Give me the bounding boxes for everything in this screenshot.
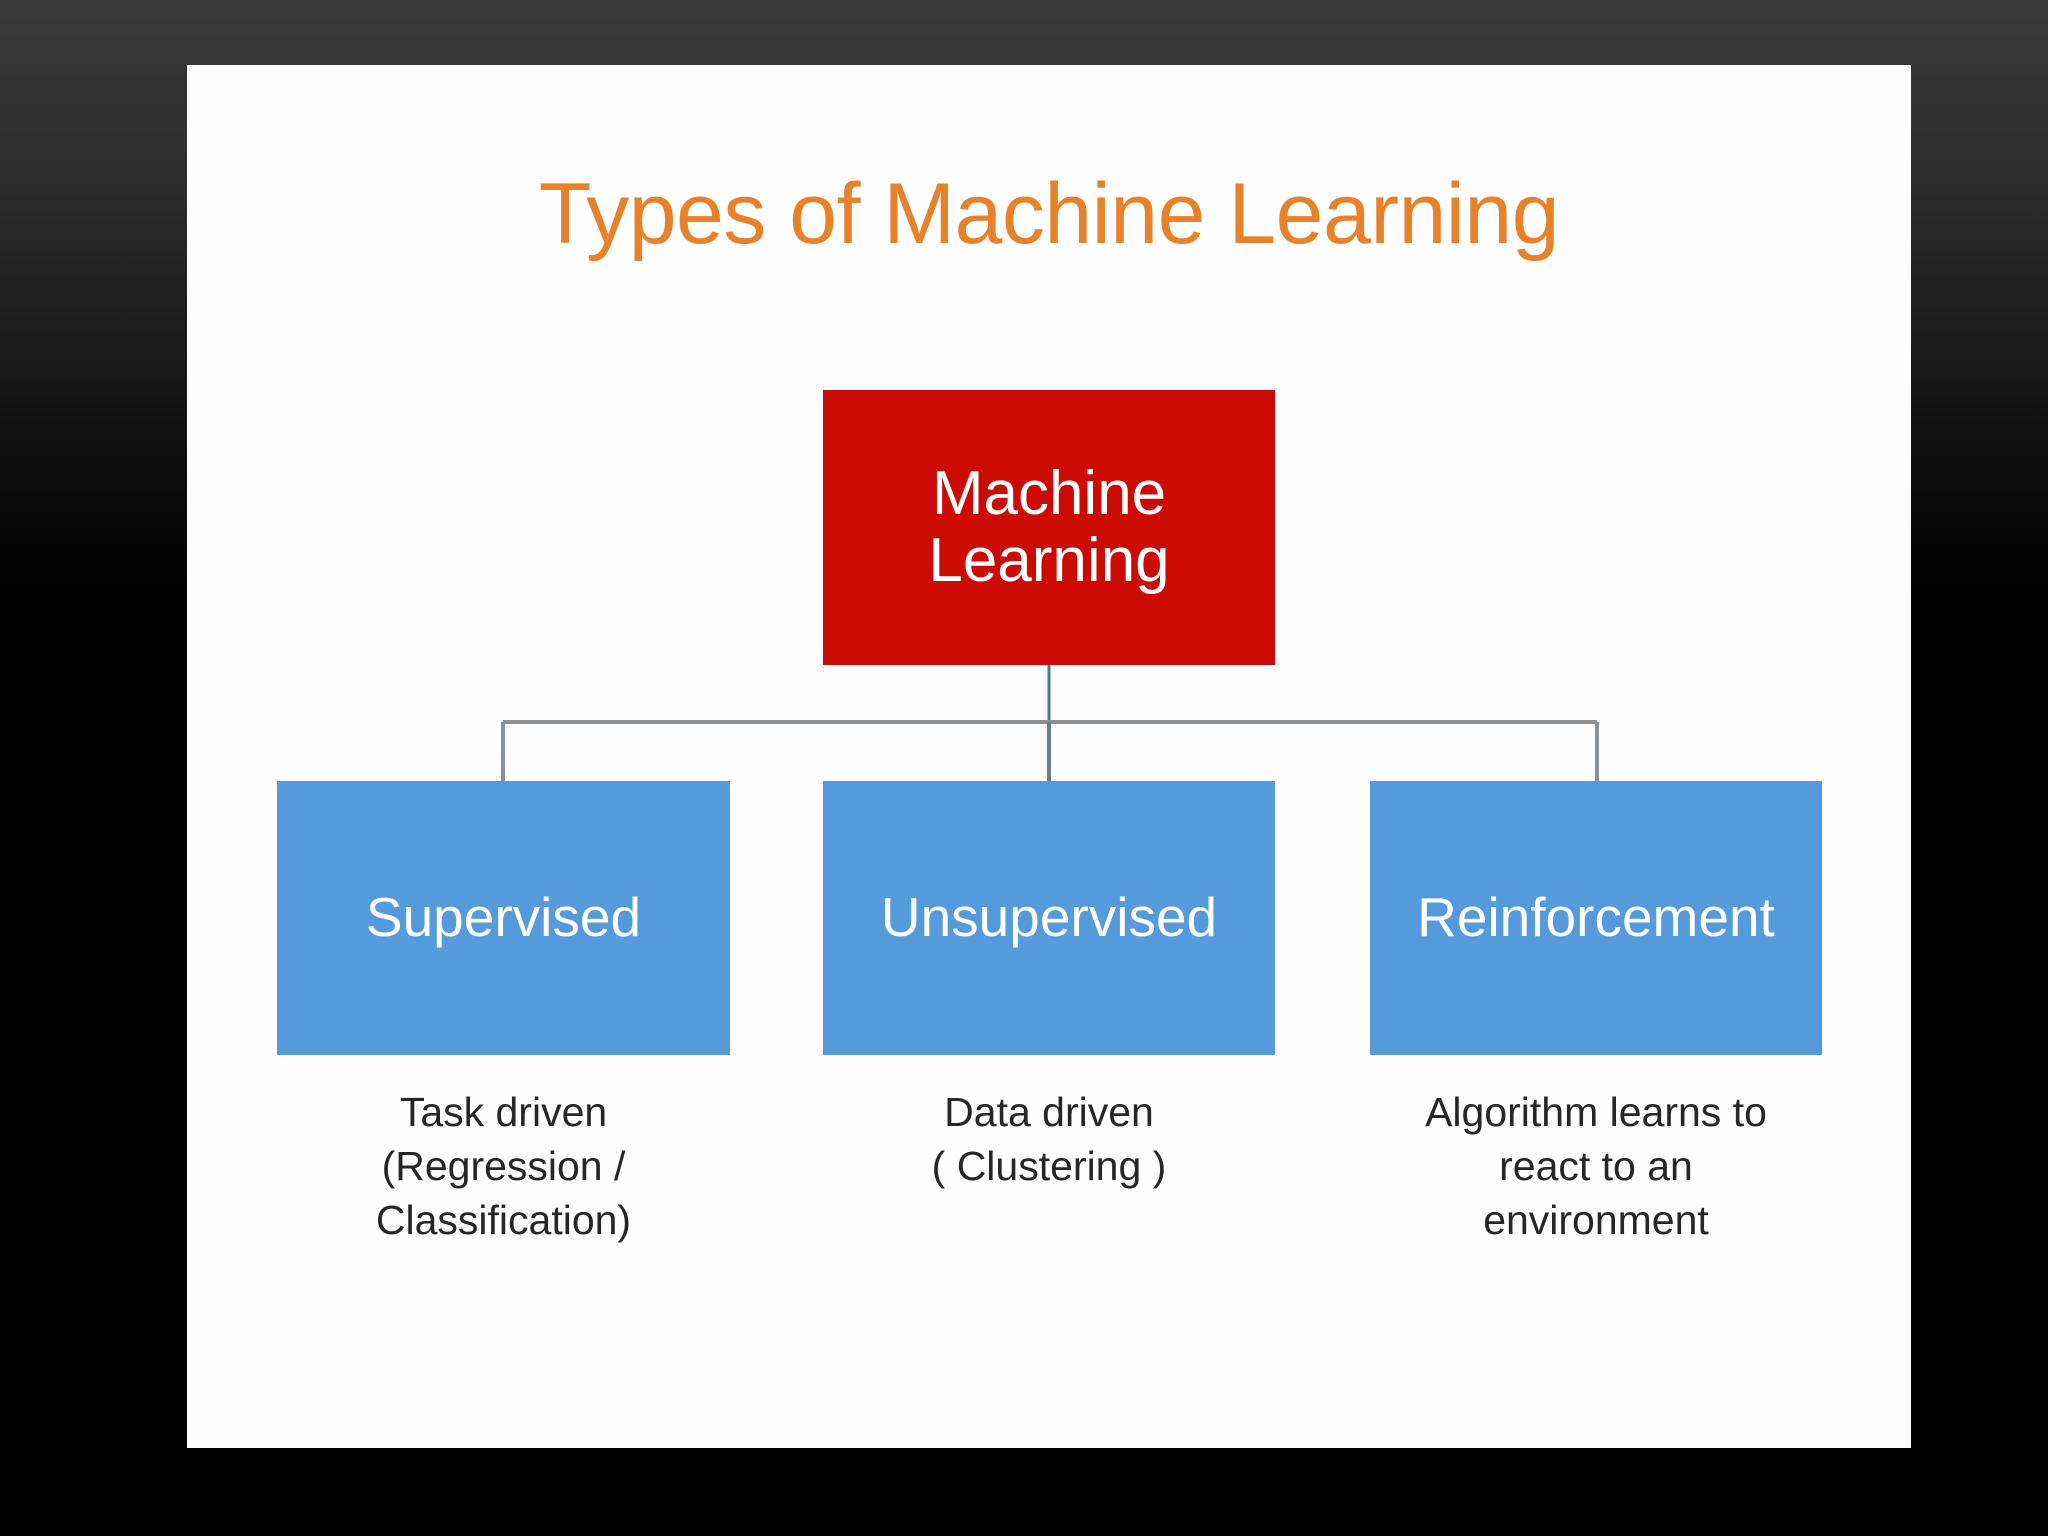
page-title: Types of Machine Learning: [538, 166, 1560, 262]
node-unsupervised[interactable]: Unsupervised: [823, 781, 1275, 1055]
caption-reinforcement-line-1: Algorithm learns to: [1425, 1089, 1767, 1135]
slide-canvas: Types of Machine Learning Machine Learni…: [187, 65, 1911, 1448]
caption-reinforcement: Algorithm learns to react to an environm…: [1355, 1085, 1837, 1247]
caption-supervised-line-3: Classification): [375, 1197, 632, 1244]
caption-supervised: Task driven (Regression / Classification…: [277, 1085, 730, 1247]
node-reinforcement-label: Reinforcement: [1417, 886, 1775, 949]
node-machine-learning[interactable]: Machine Learning: [823, 390, 1275, 665]
node-reinforcement[interactable]: Reinforcement: [1370, 781, 1822, 1055]
node-unsupervised-label: Unsupervised: [880, 886, 1218, 949]
caption-unsupervised-line-2: ( Clustering ): [931, 1143, 1167, 1190]
node-machine-learning-label-line1: Machine: [931, 458, 1167, 528]
caption-supervised-line-1: Task driven: [399, 1089, 608, 1135]
caption-reinforcement-line-2: react to an: [1499, 1143, 1693, 1190]
caption-unsupervised-line-1: Data driven: [944, 1089, 1154, 1135]
node-machine-learning-label-line2: Learning: [928, 525, 1170, 595]
node-supervised-label: Supervised: [365, 886, 642, 949]
node-supervised[interactable]: Supervised: [277, 781, 730, 1055]
caption-unsupervised: Data driven ( Clustering ): [823, 1085, 1275, 1193]
caption-reinforcement-line-3: environment: [1483, 1197, 1709, 1244]
caption-supervised-line-2: (Regression /: [381, 1143, 626, 1190]
